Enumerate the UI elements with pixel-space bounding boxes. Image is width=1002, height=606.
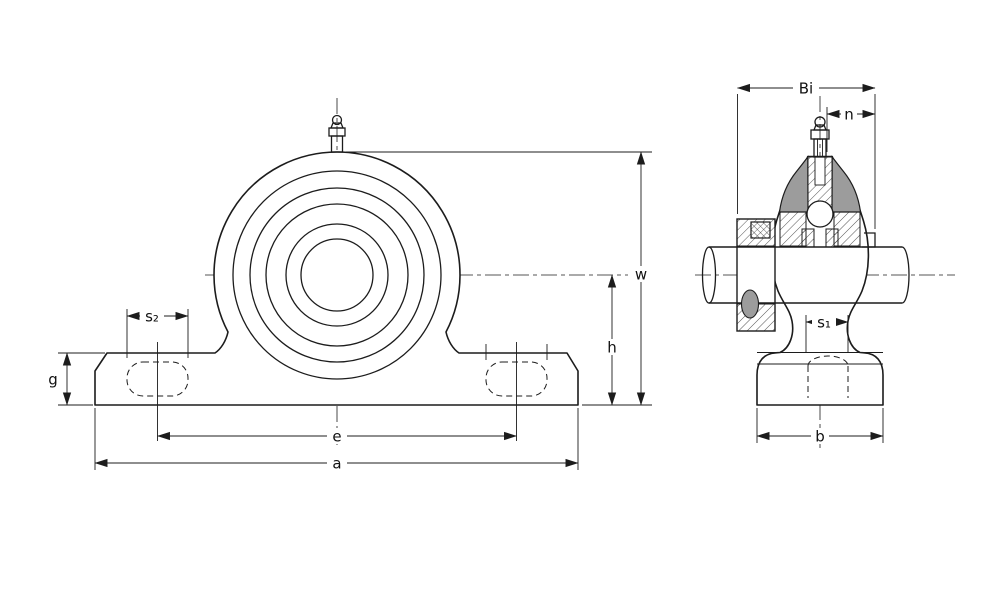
inner-ring-section-right — [825, 228, 839, 248]
dim-h-label-bg — [604, 339, 620, 355]
inner-ring-section-left — [801, 228, 815, 248]
dim-bi: Bi — [736, 80, 876, 229]
dim-b-label-bg — [811, 428, 829, 444]
dim-s1: s₁ — [805, 314, 849, 352]
dim-b-label: b — [815, 428, 825, 446]
set-screw — [750, 221, 771, 239]
dim-s2-label: s₂ — [145, 308, 159, 326]
shaft-right-end — [901, 246, 910, 304]
outer-ring-id-circle — [265, 203, 409, 347]
side-view: Bi n s₁ b — [695, 80, 955, 448]
dim-n-label: n — [844, 106, 854, 124]
dim-g-label: g — [48, 371, 58, 389]
inner-ring-circle — [285, 223, 389, 327]
collar-cam-shade — [740, 289, 760, 319]
dim-bi-label-bg — [793, 80, 819, 96]
dim-bi-label: Bi — [799, 80, 813, 98]
dim-e-label-bg — [327, 428, 347, 444]
grease-fitting-ball-side — [814, 116, 826, 128]
grease-passage — [814, 156, 826, 186]
front-view: s₂ g e a h — [48, 98, 652, 473]
cap-shade-left — [778, 155, 809, 213]
dim-g: g — [48, 352, 105, 406]
bearing-ball — [806, 200, 834, 228]
housing-outline — [94, 151, 579, 406]
bore-circle — [300, 238, 374, 312]
dim-a-label: a — [332, 455, 341, 473]
dim-e-label: e — [332, 428, 341, 446]
dim-h: h — [582, 274, 652, 406]
dim-s1-label: s₁ — [817, 314, 831, 332]
dim-h-label: h — [607, 339, 617, 357]
dim-a: a — [94, 408, 579, 473]
grease-fitting-ball — [331, 114, 343, 126]
dim-s2: s₂ — [126, 308, 189, 358]
dim-a-label-bg — [327, 455, 347, 471]
grease-fitting-front — [328, 114, 346, 153]
outer-ring-groove-circle — [249, 187, 425, 363]
base-bolt-hole-hidden-arc — [807, 355, 849, 367]
inner-ring-stub-right — [862, 232, 876, 248]
dim-s1-label-bg — [812, 315, 836, 330]
grease-fitting-side — [810, 116, 830, 158]
dim-s2-label-bg — [140, 309, 164, 324]
cap-shade-right — [831, 155, 862, 213]
dim-w: w — [346, 151, 652, 406]
dim-e: e — [156, 428, 518, 446]
grease-fitting-stem — [330, 135, 344, 153]
dim-w-label-bg — [632, 266, 650, 282]
shaft-left-end — [701, 246, 717, 304]
dim-b: b — [756, 408, 884, 446]
dim-w-label: w — [635, 266, 647, 284]
grease-fitting-stem-side — [813, 138, 827, 158]
outer-ring-od-circle — [232, 170, 442, 380]
dim-n-label-bg — [841, 106, 857, 122]
dim-n: n — [826, 106, 876, 152]
